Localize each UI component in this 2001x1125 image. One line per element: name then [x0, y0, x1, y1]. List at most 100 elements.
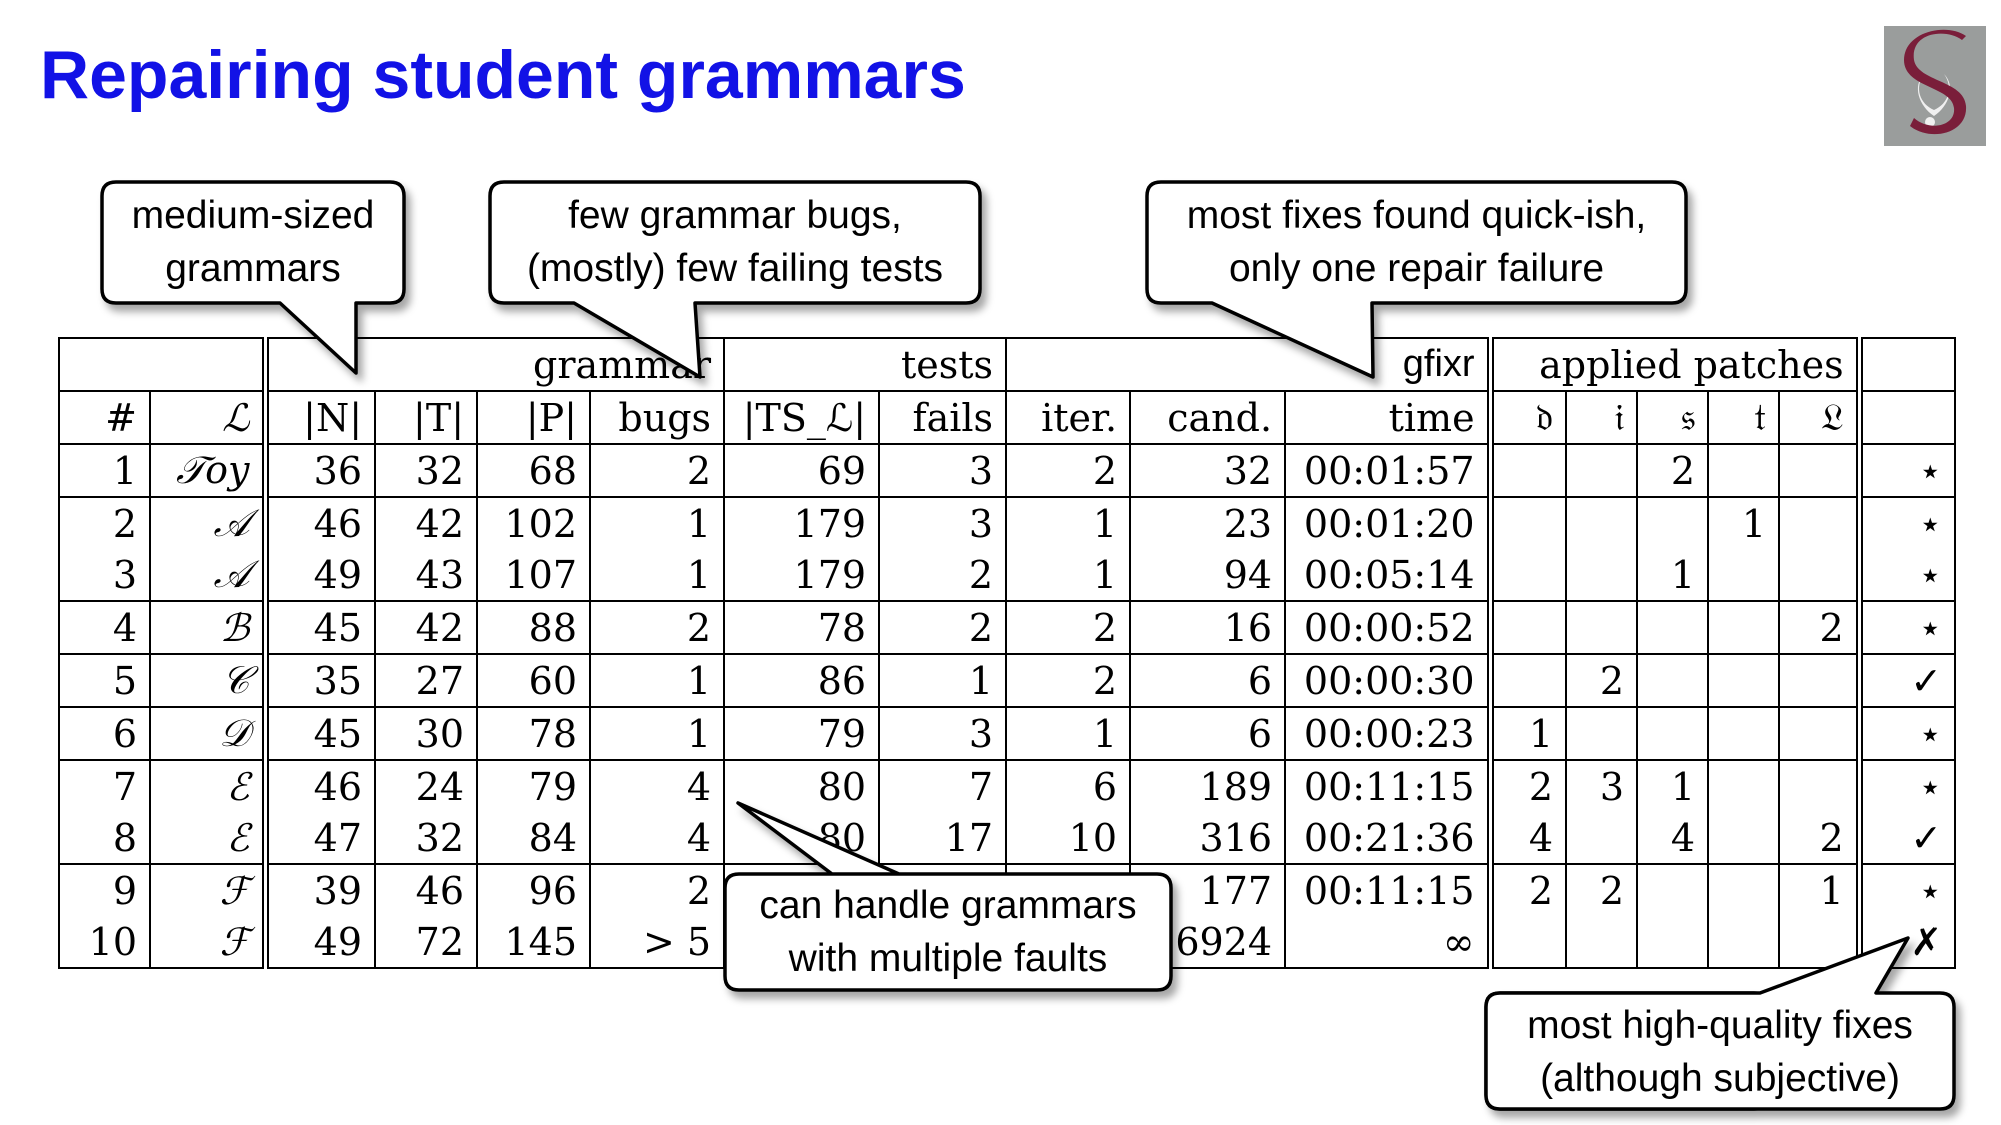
- table-cell: 3: [878, 706, 1008, 761]
- table-cell: 107: [476, 549, 591, 602]
- table-cell: 1: [1005, 496, 1132, 549]
- table-cell: 79: [723, 706, 881, 761]
- table-cell: 00:11:15: [1284, 863, 1492, 916]
- table-cell: 1: [588, 706, 726, 761]
- table-cell: 45: [261, 600, 376, 655]
- table-cell: 1: [58, 443, 151, 498]
- table-cell: 2: [1005, 600, 1132, 655]
- table-cell: [1707, 706, 1781, 761]
- col-header-time: time: [1284, 390, 1492, 445]
- table-cell: 4: [58, 600, 151, 655]
- table-cell: ⋆: [1855, 496, 1957, 549]
- table-cell: 𝒟: [149, 706, 266, 761]
- callout-faults-shape: [723, 801, 1173, 992]
- table-cell: 49: [261, 916, 376, 969]
- table-cell: 3: [878, 496, 1008, 549]
- table-cell: 96: [476, 863, 591, 916]
- table-cell: 00:01:57: [1284, 443, 1492, 498]
- table-cell: 00:21:36: [1284, 812, 1492, 865]
- table-cell: 4: [1636, 812, 1710, 865]
- table-cell: ℱ: [149, 863, 266, 916]
- table-cell: 1: [1486, 706, 1568, 761]
- table-cell: 1: [588, 653, 726, 708]
- table-cell: [1778, 443, 1861, 498]
- table-cell: [1486, 916, 1568, 969]
- table-cell: 30: [374, 706, 478, 761]
- col-header-bugs: bugs: [588, 390, 726, 445]
- table-cell: 84: [476, 812, 591, 865]
- university-logo: [1884, 26, 1986, 146]
- table-cell: 6: [1129, 653, 1287, 708]
- table-cell: [1707, 916, 1781, 969]
- table-cell: ℱ: [149, 916, 266, 969]
- table-cell: 16: [1129, 600, 1287, 655]
- table-cell: 32: [374, 443, 478, 498]
- table-cell: ⋆: [1855, 759, 1957, 812]
- table-cell: [1707, 863, 1781, 916]
- table-cell: 8: [58, 812, 151, 865]
- table-cell: ℬ: [149, 600, 266, 655]
- table-cell: 35: [261, 653, 376, 708]
- table-cell: 86: [723, 653, 881, 708]
- table-cell: 46: [261, 496, 376, 549]
- table-cell: 72: [374, 916, 478, 969]
- table-cell: 10: [58, 916, 151, 969]
- table-cell: 7: [58, 759, 151, 812]
- table-cell: [1707, 443, 1781, 498]
- table-cell: ∞: [1284, 916, 1492, 969]
- table-cell: 𝒜: [149, 549, 266, 602]
- table-cell: 00:00:52: [1284, 600, 1492, 655]
- table-cell: 00:00:30: [1284, 653, 1492, 708]
- callout-bugs-shape: [488, 180, 982, 379]
- table-cell: 2: [1486, 759, 1568, 812]
- table-cell: ℰ: [149, 759, 266, 812]
- table-cell: ✓: [1855, 812, 1957, 865]
- table-cell: [1565, 549, 1639, 602]
- table-cell: [1565, 706, 1639, 761]
- group-header-tests: tests: [723, 337, 1008, 392]
- table-cell: 32: [374, 812, 478, 865]
- table-cell: 2: [588, 600, 726, 655]
- table-cell: 4: [588, 812, 726, 865]
- table-cell: 1: [1005, 549, 1132, 602]
- table-cell: 2: [1005, 443, 1132, 498]
- table-cell: [1565, 812, 1639, 865]
- table-cell: 316: [1129, 812, 1287, 865]
- table-cell: 42: [374, 496, 478, 549]
- table-cell: 00:00:23: [1284, 706, 1492, 761]
- table-cell: 3: [878, 443, 1008, 498]
- col-header-nonterminals: |N|: [261, 390, 376, 445]
- callout-fixes-shape: [1145, 180, 1688, 379]
- table-cell: [1486, 653, 1568, 708]
- table-cell: 179: [723, 496, 881, 549]
- table-cell: [1778, 653, 1861, 708]
- table-cell: 2: [1636, 443, 1710, 498]
- table-cell: > 5: [588, 916, 726, 969]
- table-cell: 46: [374, 863, 478, 916]
- table-cell: [1707, 653, 1781, 708]
- table-cell: 2: [1565, 653, 1639, 708]
- table-cell: 43: [374, 549, 478, 602]
- table-cell: 2: [588, 863, 726, 916]
- table-cell: 00:05:14: [1284, 549, 1492, 602]
- col-header-patch-l: 𝔏: [1778, 390, 1861, 445]
- table-cell: [1636, 600, 1710, 655]
- table-cell: [1636, 863, 1710, 916]
- table-cell: 88: [476, 600, 591, 655]
- table-cell: ✓: [1855, 653, 1957, 708]
- table-cell: [1486, 496, 1568, 549]
- table-cell: [1636, 653, 1710, 708]
- table-cell: 69: [723, 443, 881, 498]
- callout-quality-shape-frame: [1484, 936, 1956, 1111]
- table-cell: 189: [1129, 759, 1287, 812]
- table-cell: 1: [1005, 706, 1132, 761]
- table-cell: 45: [261, 706, 376, 761]
- table-cell: ℰ: [149, 812, 266, 865]
